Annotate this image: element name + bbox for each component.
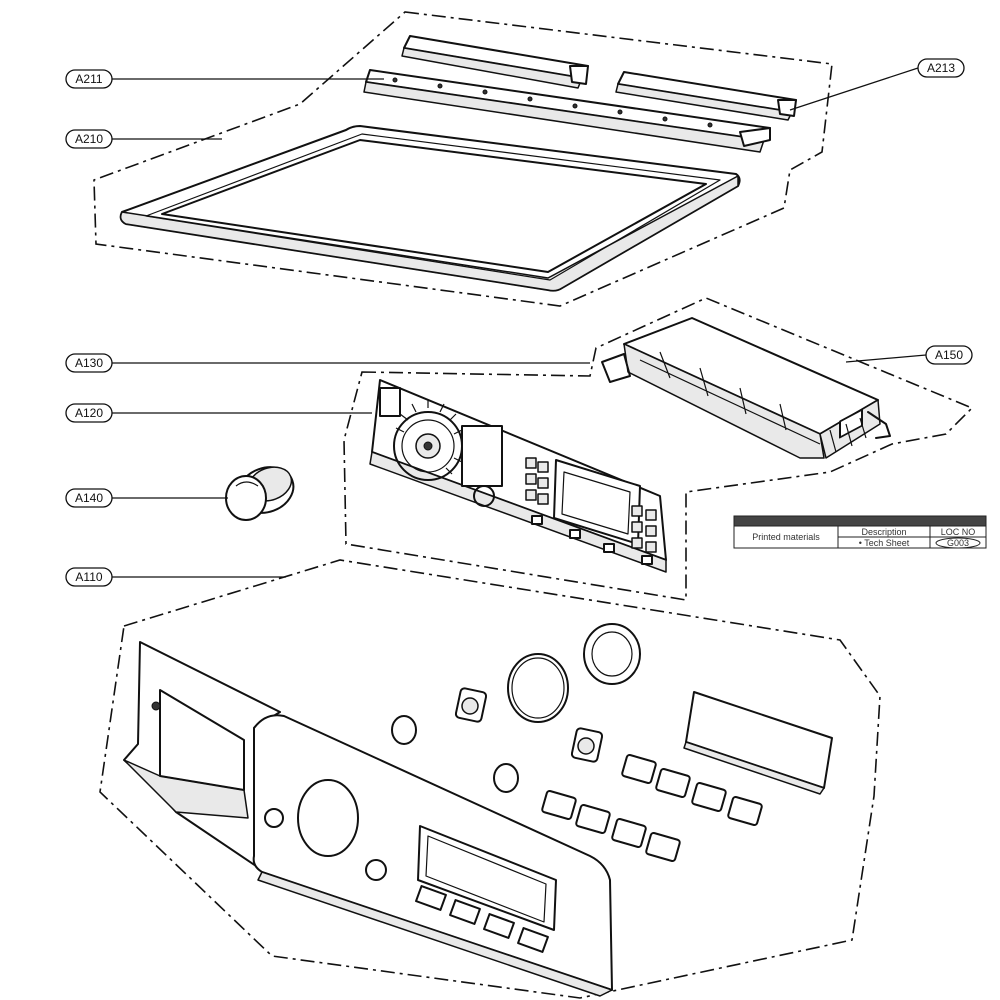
front-panel-group (99, 559, 881, 999)
callout-label: A213 (927, 61, 955, 75)
control-board-group (343, 297, 974, 601)
callout-label: A130 (75, 356, 103, 370)
callout-A211: A211 (65, 69, 113, 89)
part-rear-rail (363, 69, 771, 153)
part-push-buttons (454, 687, 604, 763)
leader-lines (112, 67, 927, 578)
table-item-description: • Tech Sheet (859, 538, 910, 548)
front-panel-boundary (99, 559, 881, 999)
callout-A110: A110 (65, 567, 113, 587)
callout-label: A150 (935, 348, 963, 362)
callout-A130: A130 (65, 353, 113, 373)
part-button-caps (541, 754, 763, 862)
printed-materials-table: Printed materials Description LOC NO • T… (733, 515, 987, 549)
callout-A213: A213 (917, 58, 965, 78)
callout-A150: A150 (925, 345, 973, 365)
table-item-loc-no: G003 (947, 538, 969, 548)
table-col-loc-no: LOC NO (941, 527, 976, 537)
part-hinge-bracket-right (615, 71, 797, 121)
part-selector-knob (225, 466, 295, 521)
leader-A213 (789, 67, 919, 111)
table-loc-highlight (935, 537, 981, 549)
part-lid-frame (119, 125, 741, 292)
callout-label: A210 (75, 132, 103, 146)
callout-label: A211 (75, 72, 102, 86)
callout-label: A110 (75, 570, 102, 584)
table-row-label: Printed materials (752, 532, 820, 542)
callout-A210: A210 (65, 129, 113, 149)
callout-A140: A140 (65, 488, 113, 508)
callout-label: A140 (75, 491, 103, 505)
part-control-panel-pcb (369, 379, 667, 573)
control-board-boundary (343, 297, 974, 601)
part-hinge-bracket-left (401, 35, 589, 89)
callout-label: A120 (75, 406, 103, 420)
part-main-pcb-housing (601, 317, 891, 459)
table-col-description: Description (861, 527, 906, 537)
callout-A120: A120 (65, 403, 113, 423)
part-knob-rings (391, 623, 641, 793)
part-control-panel-fascia (123, 641, 613, 997)
part-display-lens (683, 691, 833, 795)
top-assembly-group (93, 11, 833, 307)
leader-A150 (845, 354, 927, 363)
